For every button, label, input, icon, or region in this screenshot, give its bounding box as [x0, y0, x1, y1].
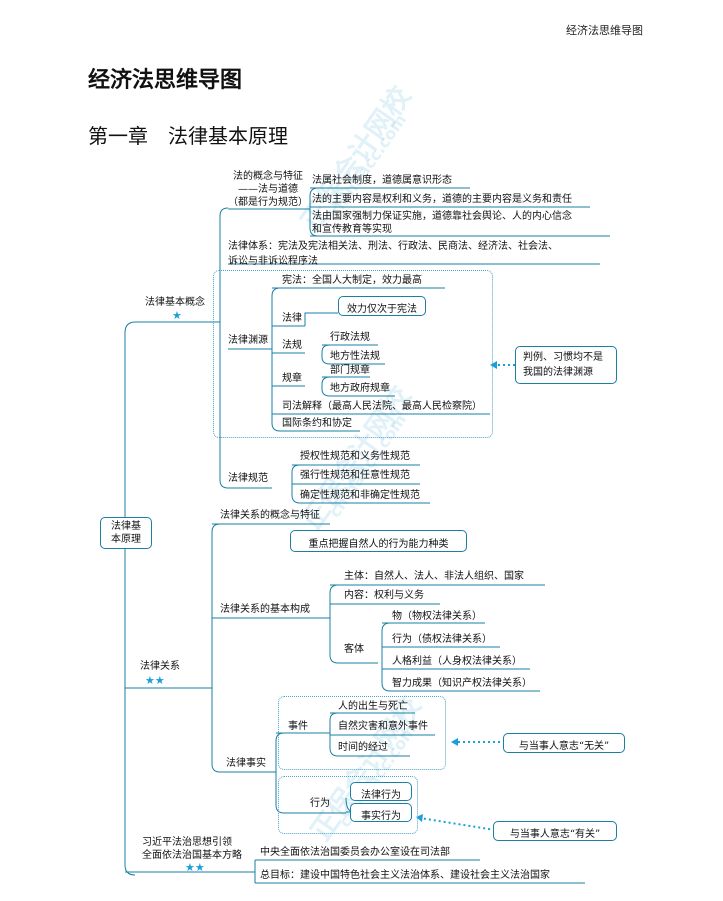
reg-item: 地方性法规 [330, 351, 380, 362]
norms-label: 法律规范 [228, 473, 268, 484]
source-regs-label: 法规 [282, 340, 302, 351]
reg-item: 行政法规 [330, 332, 370, 343]
root-node: 法律基 本原理 [100, 517, 152, 549]
events-group [278, 696, 446, 770]
legal-system: 法律体系：宪法及宪法相关法、刑法、行政法、民商法、经济法、社会法、 诉讼与非诉讼… [228, 241, 558, 267]
act-item: 事实行为 [361, 811, 401, 822]
page-title: 经济法思维导图 [88, 68, 243, 93]
law-effect-text: 效力仅次于宪法 [347, 304, 417, 315]
norm-item: 强行性规范和任意性规范 [300, 470, 410, 481]
feature-item: 法由国家强制力保证实施，道德靠社会舆论、人的内心信念 和宣传教育等实现 [312, 211, 572, 235]
xi-item: 中央全面依法治国委员会办公室设在司法部 [260, 847, 450, 858]
structure-label: 法律关系的基本构成 [220, 604, 310, 615]
key-point-box: 重点把握自然人的行为能力种类 [290, 530, 467, 552]
object-item: 智力成果（知识产权法律关系） [392, 678, 532, 689]
object-item: 人格利益（人身权法律关系） [392, 656, 522, 667]
source-judicial: 司法解释（最高人民法院、最高人民检察院） [282, 401, 482, 412]
concept-label: 法律基本概念 [145, 297, 205, 308]
acts-note-box: 与当事人意志“有关” [493, 821, 617, 841]
root-label: 法律基 本原理 [111, 521, 141, 545]
xi-item: 总目标：建设中国特色社会主义法治体系、建设社会主义法治国家 [260, 870, 550, 881]
relation-stars: ★★ [145, 674, 165, 687]
norm-item: 授权性规范和义务性规范 [300, 451, 410, 462]
running-header: 经济法思维导图 [566, 24, 643, 37]
norm-item: 确定性规范和非确定性规范 [300, 490, 420, 501]
sources-label: 法律渊源 [228, 335, 268, 346]
feature-item: 法属社会制度，道德属意识形态 [312, 175, 452, 186]
event-item: 人的出生与死亡 [338, 701, 408, 712]
source-law-label: 法律 [282, 313, 302, 324]
relation-label: 法律关系 [140, 661, 180, 672]
relation-subject: 主体：自然人、法人、非法人组织、国家 [344, 571, 524, 582]
sources-note-box: 判例、习惯均不是 我国的法律渊源 [515, 346, 617, 384]
event-item: 自然灾害和意外事件 [338, 721, 428, 732]
sources-group [213, 270, 493, 438]
source-constitution: 宪法：全国人大制定，效力最高 [282, 275, 422, 286]
concept-stars: ★ [172, 309, 182, 322]
sources-note-text: 判例、习惯均不是 我国的法律渊源 [523, 352, 603, 378]
facts-label: 法律事实 [226, 758, 266, 769]
chapter-title: 第一章 法律基本原理 [88, 124, 288, 148]
key-point-text: 重点把握自然人的行为能力种类 [308, 539, 449, 550]
xi-stars: ★★ [185, 861, 205, 874]
acts-label: 行为 [310, 798, 330, 809]
rule-item: 部门规章 [330, 365, 370, 376]
events-label: 事件 [288, 721, 308, 732]
object-item: 物（物权法律关系） [392, 611, 482, 622]
law-effect-box: 效力仅次于宪法 [338, 296, 426, 316]
source-rules-label: 规章 [282, 373, 302, 384]
relation-content: 内容：权利与义务 [344, 590, 424, 601]
acts-note-text: 与当事人意志“有关” [509, 829, 601, 840]
rule-item: 地方政府规章 [330, 383, 390, 394]
acts-group [278, 776, 418, 834]
act-item-box: 法律行为 [350, 782, 412, 801]
events-note-text: 与当事人意志“无关” [518, 741, 610, 752]
relation-concept: 法律关系的概念与特征 [220, 510, 320, 521]
object-item: 行为（债权法律关系） [392, 634, 492, 645]
xi-label: 习近平法治思想引领 全面依法治国基本方略 [142, 837, 242, 861]
act-item: 法律行为 [361, 790, 401, 801]
events-note-box: 与当事人意志“无关” [503, 733, 625, 753]
act-item-box: 事实行为 [350, 803, 412, 822]
features-label: 法的概念与特征 ——法与道德 （都是行为规范） [228, 171, 308, 208]
feature-item: 法的主要内容是权利和义务，道德的主要内容是义务和责任 [312, 194, 572, 205]
source-intl: 国际条约和协定 [282, 418, 352, 429]
object-label: 客体 [344, 644, 364, 655]
event-item: 时间的经过 [338, 742, 388, 753]
